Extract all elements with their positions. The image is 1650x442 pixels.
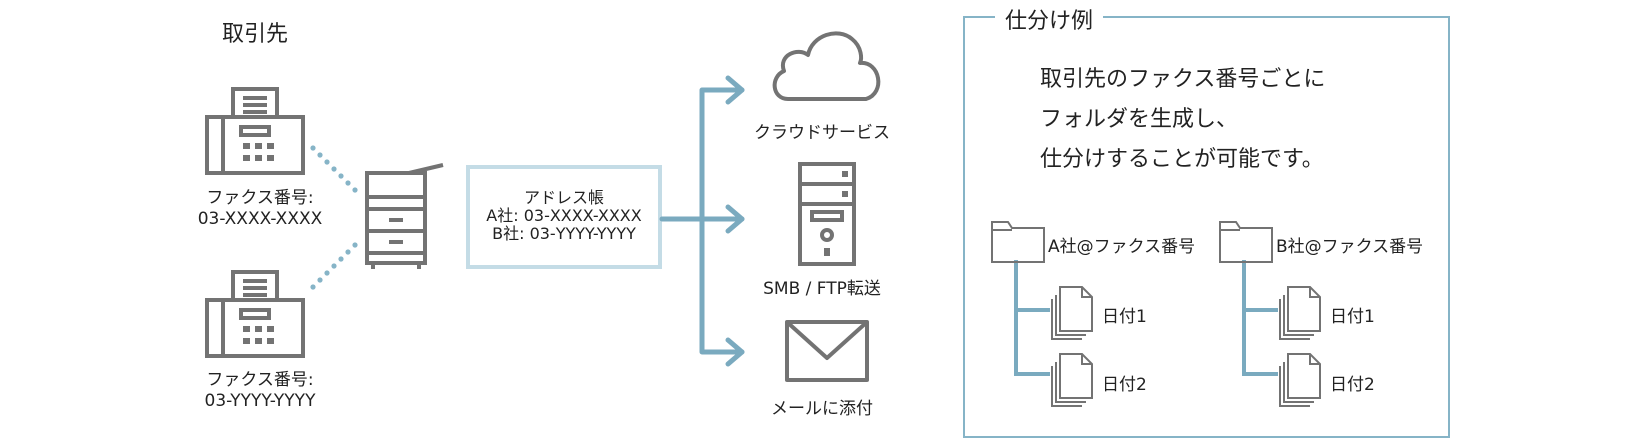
folder-b-label: B社@ファクス番号 bbox=[1276, 237, 1424, 257]
example-description: 取引先のファクス番号ごとに フォルダを生成し、 仕分けすることが可能です。 bbox=[1040, 60, 1325, 180]
document-stack-icon bbox=[1051, 286, 1093, 340]
fax2-number: 03-YYYY-YYYY bbox=[204, 391, 316, 411]
example-desc-line2: フォルダを生成し、 bbox=[1040, 107, 1239, 132]
folder-a-label: A社@ファクス番号 bbox=[1048, 237, 1196, 257]
document-stack-icon bbox=[1279, 286, 1321, 340]
file-b2-label: 日付2 bbox=[1330, 375, 1375, 395]
routing-arrows bbox=[659, 75, 745, 367]
server-icon bbox=[798, 162, 856, 266]
folder-tree-lines bbox=[1014, 260, 1050, 376]
address-book-title: アドレス帳 bbox=[523, 188, 604, 207]
cloud-service-label: クラウドサービス bbox=[754, 123, 890, 143]
address-book-entry-a: A社: 03-XXXX-XXXX bbox=[486, 206, 642, 225]
fax-machine-icon bbox=[205, 270, 305, 358]
fax1-number: 03-XXXX-XXXX bbox=[197, 209, 323, 229]
file-a1-label: 日付1 bbox=[1102, 307, 1147, 327]
example-title: 仕分け例 bbox=[995, 3, 1104, 35]
dotted-connector bbox=[310, 145, 358, 290]
source-title: 取引先 bbox=[222, 22, 289, 47]
document-stack-icon bbox=[1051, 353, 1093, 407]
fax1-label-line1: ファクス番号: bbox=[206, 188, 314, 208]
example-box bbox=[963, 16, 1450, 438]
document-stack-icon bbox=[1279, 353, 1321, 407]
mail-attachment-label: メールに添付 bbox=[771, 399, 873, 419]
file-b1-label: 日付1 bbox=[1330, 307, 1375, 327]
fax2-label: ファクス番号: 03-YYYY-YYYY bbox=[180, 370, 340, 412]
fax-machine-icon bbox=[205, 87, 305, 175]
example-desc-line3: 仕分けすることが可能です。 bbox=[1040, 147, 1324, 172]
file-a2-label: 日付2 bbox=[1102, 375, 1147, 395]
address-book-box: アドレス帳 A社: 03-XXXX-XXXX B社: 03-YYYY-YYYY bbox=[466, 165, 662, 269]
folder-icon bbox=[991, 221, 1045, 263]
folder-icon bbox=[1219, 221, 1273, 263]
envelope-icon bbox=[785, 320, 869, 382]
fax1-label: ファクス番号: 03-XXXX-XXXX bbox=[180, 188, 340, 230]
fax2-label-line1: ファクス番号: bbox=[206, 370, 314, 390]
example-desc-line1: 取引先のファクス番号ごとに bbox=[1040, 67, 1326, 92]
multifunction-printer-icon bbox=[365, 163, 444, 269]
cloud-icon bbox=[772, 31, 881, 101]
address-book-entry-b: B社: 03-YYYY-YYYY bbox=[492, 224, 636, 243]
folder-tree-lines bbox=[1242, 260, 1278, 376]
smb-ftp-label: SMB / FTP転送 bbox=[763, 279, 881, 299]
